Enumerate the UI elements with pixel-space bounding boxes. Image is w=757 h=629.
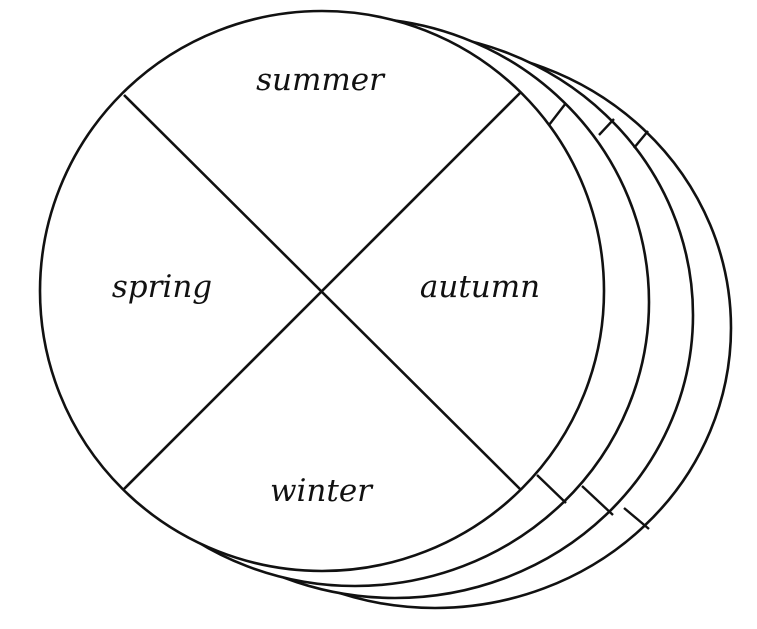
season-label-summer: summer [256, 62, 386, 98]
divider-line-ne-sw [123, 92, 521, 490]
connector-bottom-3 [623, 507, 650, 530]
season-label-autumn: autumn [420, 269, 540, 305]
connector-top-3 [633, 130, 649, 149]
season-label-spring: spring [112, 269, 212, 305]
connector-bottom-2 [581, 485, 614, 516]
connector-bottom-1 [536, 474, 567, 504]
season-label-winter: winter [270, 473, 374, 509]
connector-top-2 [598, 118, 615, 136]
connector-top-1 [548, 102, 567, 126]
